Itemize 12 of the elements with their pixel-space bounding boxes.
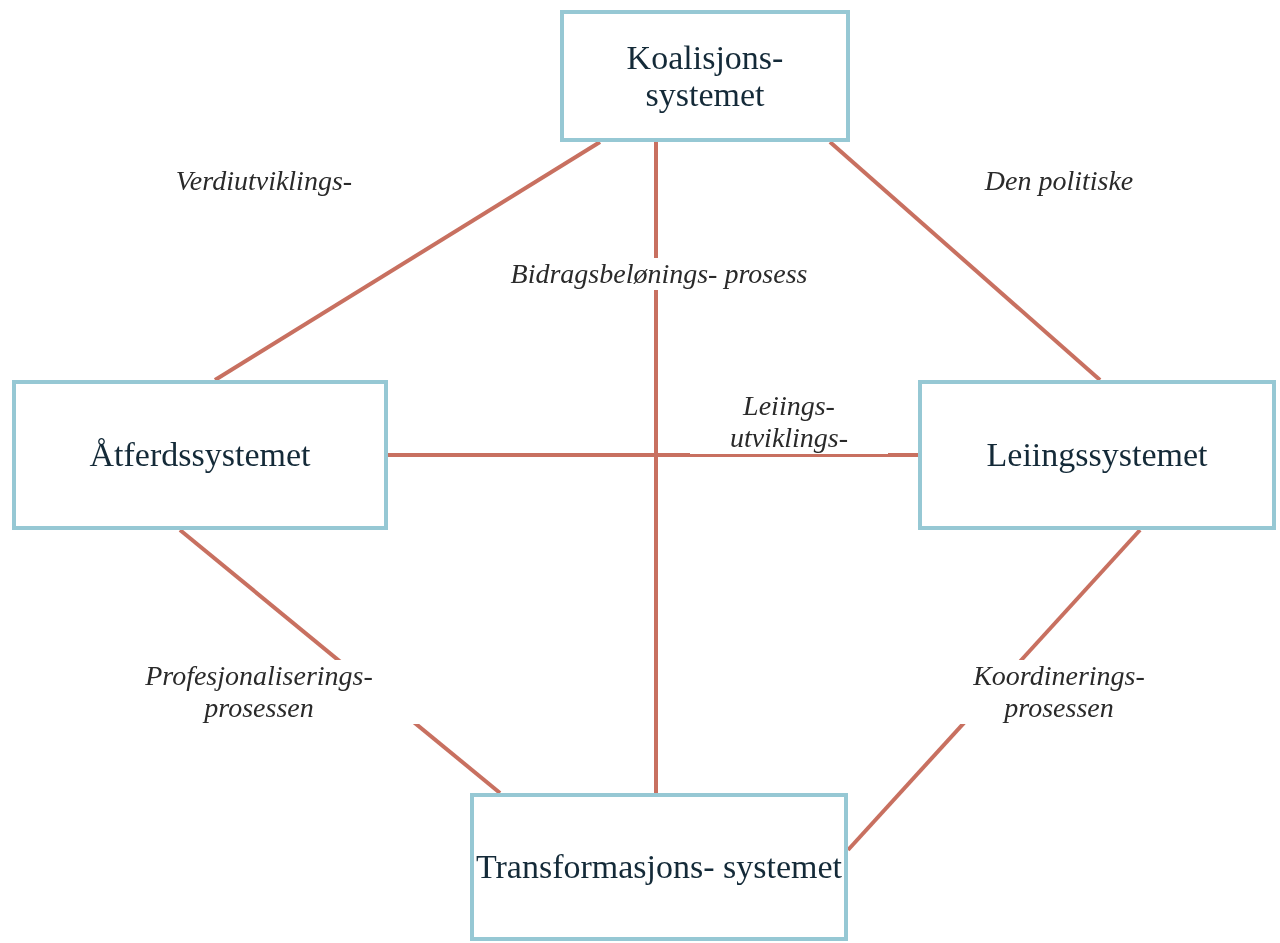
system-box	[12, 380, 388, 530]
connector-line	[654, 142, 658, 793]
connector-line	[828, 140, 1102, 382]
system-box	[918, 380, 1276, 530]
system-name: Koalisjons- systemet	[625, 38, 785, 114]
connector-line	[388, 453, 918, 457]
system-box	[470, 793, 848, 941]
connector-line	[213, 140, 602, 382]
system-box	[560, 10, 850, 142]
system-name: Åtferdssystemet	[89, 436, 311, 474]
system-name: Transformasjons- systemet	[475, 848, 843, 886]
system-name: Leiingssystemet	[986, 436, 1208, 474]
